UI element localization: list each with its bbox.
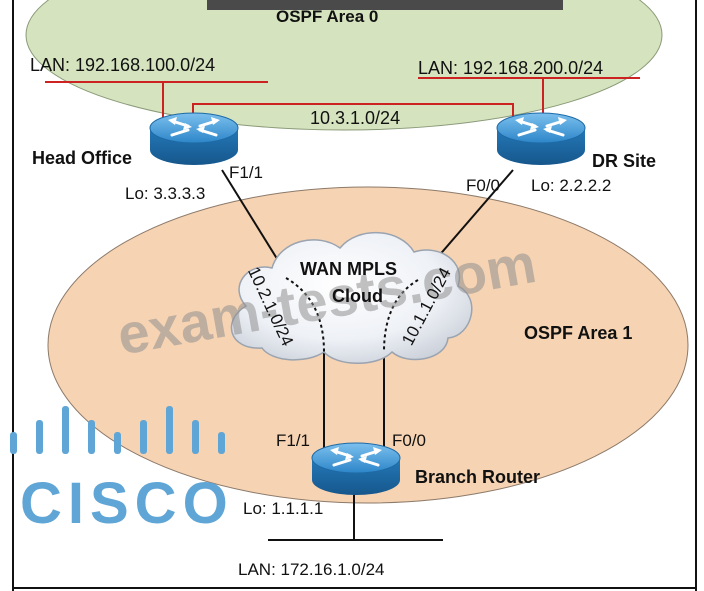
area0-label: OSPF Area 0	[276, 7, 379, 26]
cloud-label-line1: WAN MPLS	[300, 259, 397, 279]
head-office-loopback: Lo: 3.3.3.3	[125, 184, 206, 203]
branch-loopback: Lo: 1.1.1.1	[243, 499, 324, 518]
branch-interface-right: F0/0	[392, 431, 427, 450]
cloud-label-line2: Cloud	[332, 286, 383, 306]
branch-lan-label: LAN: 172.16.1.0/24	[238, 560, 385, 579]
head-office-router-icon	[148, 111, 240, 167]
head-dr-link-label: 10.3.1.0/24	[310, 108, 401, 128]
wan-cloud-icon	[230, 232, 473, 364]
branch-router-icon	[310, 441, 402, 497]
dr-site-router-icon	[495, 111, 587, 167]
dr-lan-label: LAN: 192.168.200.0/24	[418, 58, 604, 78]
link-head-cloud	[221, 169, 285, 271]
branch-router-name: Branch Router	[415, 467, 541, 487]
cisco-logo-text: CISCO	[20, 471, 234, 536]
head-office-name: Head Office	[32, 148, 133, 168]
dr-site-loopback: Lo: 2.2.2.2	[531, 176, 612, 195]
area1-label: OSPF Area 1	[524, 323, 633, 343]
area0-ellipse	[25, 0, 663, 131]
head-office-interface: F1/1	[229, 163, 264, 182]
head-lan-label: LAN: 192.168.100.0/24	[30, 55, 216, 75]
branch-interface-left: F1/1	[276, 431, 311, 450]
dr-site-interface: F0/0	[466, 176, 501, 195]
cisco-logo-icon	[10, 406, 225, 454]
dr-site-name: DR Site	[592, 151, 657, 171]
link-head-dr	[192, 103, 514, 118]
top-bar	[207, 0, 563, 10]
